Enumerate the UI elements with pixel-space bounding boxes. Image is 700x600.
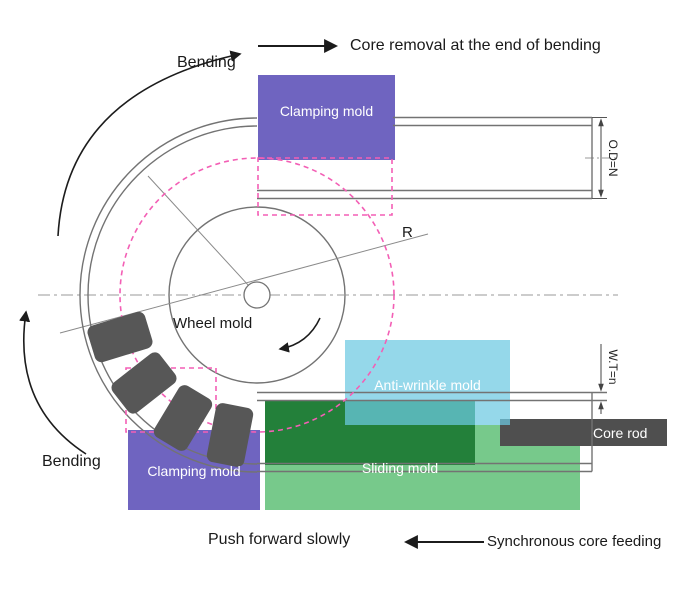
bending-arrow-bottom	[19, 310, 87, 455]
bending-label-top: Bending	[177, 54, 236, 71]
bent-pipe-segment	[85, 310, 155, 364]
sync-feeding-label: Synchronous core feeding	[487, 533, 662, 550]
clamping-mold-bottom-label: Clamping mold	[147, 463, 241, 479]
wall-thickness-label: W.T=n	[606, 349, 620, 385]
push-forward-label: Push forward slowly	[208, 531, 351, 548]
wheel-rotation-arrow	[278, 317, 321, 353]
core-rod-label: Core rod	[593, 425, 648, 441]
core-rod-bar	[500, 419, 667, 446]
core-removal-label: Core removal at the end of bending	[350, 37, 601, 54]
clamping-mold-top-block	[258, 75, 395, 160]
sliding-mold-label: Sliding mold	[361, 460, 439, 476]
clamp-guide-top	[257, 157, 393, 216]
diagonal-reference-line	[147, 175, 261, 299]
wheel-hub-circle	[243, 281, 271, 309]
outer-diameter-label: O.D=N	[606, 139, 620, 177]
clamping-mold-top-label: Clamping mold	[279, 103, 374, 119]
wheel-mold-circle	[168, 206, 346, 384]
bending-label-bottom: Bending	[42, 453, 101, 470]
anti-wrinkle-mold-label: Anti-wrinkle mold	[374, 377, 481, 393]
bending-arrow-top	[57, 50, 242, 237]
wheel-mold-label: Wheel mold	[173, 315, 253, 332]
radius-label: R	[402, 224, 413, 241]
